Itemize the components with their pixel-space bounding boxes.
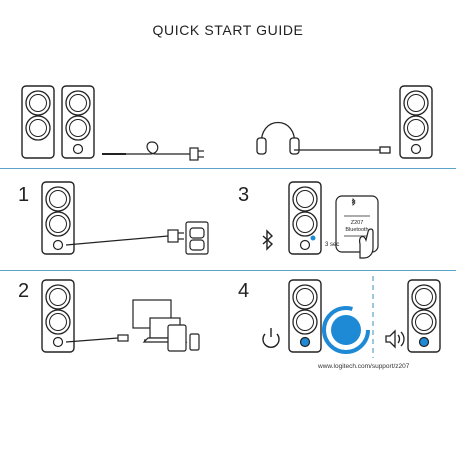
- bt-button-indicator: [310, 235, 316, 241]
- page-title: QUICK START GUIDE: [152, 22, 304, 38]
- three-sec-label: 3 sec: [325, 242, 339, 248]
- power-icon: [262, 328, 280, 348]
- phone-bluetooth-label: Bluetooth: [345, 227, 368, 233]
- volume-icon: [385, 329, 405, 349]
- speaker-step4: [288, 279, 322, 353]
- speaker-right-top: [399, 85, 433, 159]
- step-number-4: 4: [238, 280, 250, 302]
- speaker-pair-left: [21, 85, 95, 159]
- phone-model-label: Z207: [351, 220, 364, 226]
- bluetooth-icon: [262, 229, 274, 251]
- devices-cable: [65, 299, 200, 352]
- step-number-2: 2: [18, 280, 30, 302]
- divider-middle: [0, 270, 456, 271]
- speaker-step3: [288, 181, 322, 255]
- speaker-step2: [41, 279, 75, 353]
- step-number-3: 3: [238, 184, 250, 206]
- support-url[interactable]: www.logitech.com/support/z207: [318, 363, 410, 370]
- volume-knob: [322, 306, 370, 354]
- headphones: [256, 122, 391, 155]
- speaker-step1: [41, 181, 75, 255]
- divider-top: [0, 168, 456, 169]
- speaker-right-step4: [407, 279, 441, 353]
- phone-pairing: [335, 195, 379, 259]
- wall-outlet-cable: [65, 221, 209, 255]
- power-cable: [102, 141, 204, 161]
- step-number-1: 1: [18, 184, 30, 206]
